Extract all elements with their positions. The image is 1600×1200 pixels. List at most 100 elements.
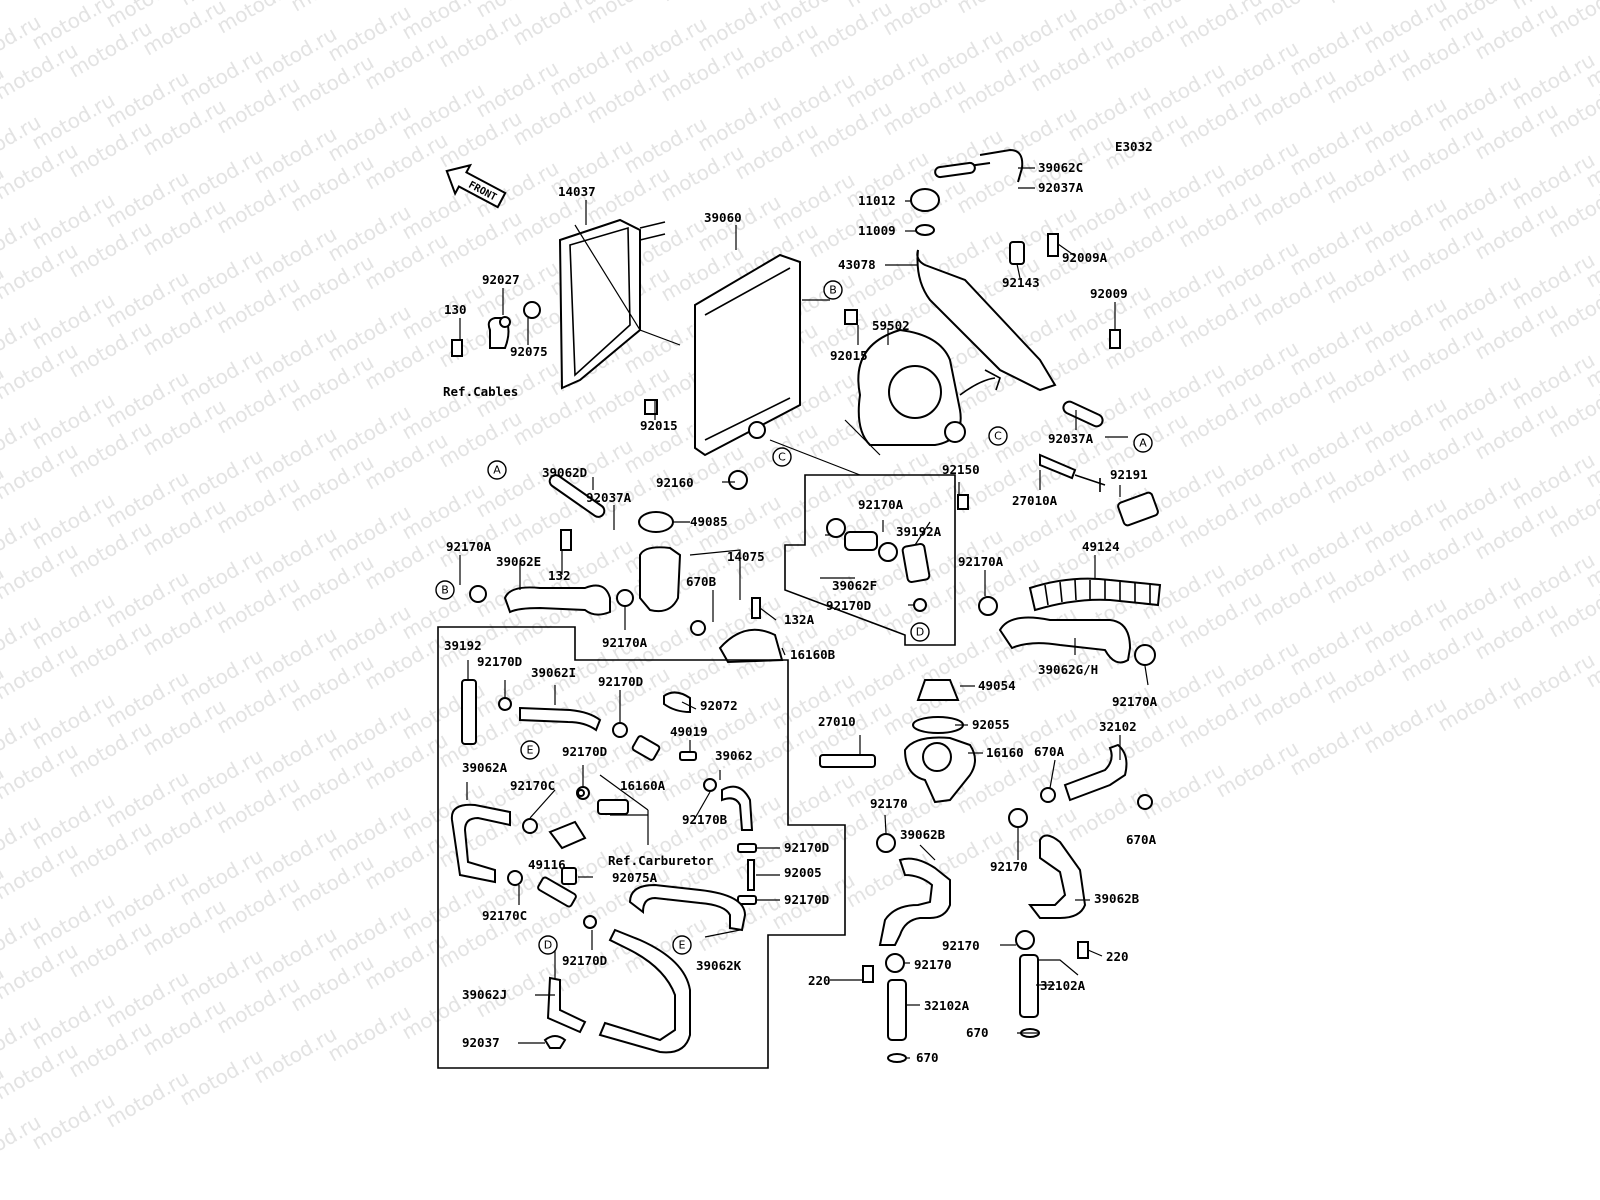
callout-b-2	[435, 580, 455, 600]
label-92009a: 92009A	[1062, 250, 1108, 265]
label-16160b: 16160B	[790, 647, 836, 662]
label-43078: 43078	[838, 257, 876, 272]
fan-59502	[857, 328, 1001, 446]
label-39062b-2: 39062B	[1094, 891, 1140, 906]
label-39062a: 39062A	[462, 760, 508, 775]
clamp-92170a-4	[878, 542, 898, 562]
leader-lines	[459, 167, 1149, 1059]
tee-ref-carb	[548, 820, 587, 850]
label-49085: 49085	[690, 514, 728, 529]
callout-c-2-text: C	[994, 430, 1002, 443]
filter-49116	[537, 876, 577, 908]
callout-b-1	[823, 280, 843, 300]
label-92075a: 92075A	[612, 870, 658, 885]
bolt-220-2	[862, 965, 874, 983]
label-39062k: 39062K	[696, 958, 742, 973]
thermostat-cover-16160b	[718, 628, 784, 664]
label-670-2: 670	[916, 1050, 939, 1065]
bracket-92015-b	[844, 309, 858, 325]
label-92037: 92037	[462, 1035, 500, 1050]
bolt-130	[451, 339, 463, 357]
label-670a-1: 670A	[1034, 744, 1065, 759]
hose-short-a	[1062, 400, 1104, 428]
hose-39062e	[503, 584, 611, 616]
clamp-92170d-5	[583, 915, 597, 929]
label-92170-1: 92170	[870, 796, 908, 811]
hose-39062a	[450, 803, 511, 884]
callout-d-2	[538, 935, 558, 955]
cap-11012	[910, 188, 940, 212]
label-39062d: 39062D	[542, 465, 587, 480]
label-39062f: 39062F	[832, 578, 877, 593]
cap-49085	[638, 511, 674, 533]
clamp-92170b	[703, 778, 717, 792]
label-92170d-1: 92170D	[826, 598, 871, 613]
label-27010a: 27010A	[1012, 493, 1058, 508]
label-14075: 14075	[727, 549, 765, 564]
label-39062i: 39062I	[531, 665, 576, 680]
clamp-92170d-3	[612, 722, 628, 738]
label-11009: 11009	[858, 223, 896, 238]
radiator-group	[451, 218, 858, 490]
mid-left-hoses	[469, 474, 784, 664]
clamp-92170a-5	[978, 596, 998, 616]
clamp-92170d-2	[498, 697, 512, 711]
pipe-92005	[747, 859, 755, 891]
callout-b-2-text: B	[441, 584, 449, 597]
label-39062: 39062	[715, 748, 753, 763]
label-39060: 39060	[704, 210, 742, 225]
bracket-92015-a	[644, 399, 658, 415]
clamp-92170c-1	[522, 818, 538, 834]
clamp-92170a-1	[469, 585, 487, 603]
label-32102a-2: 32102A	[924, 998, 970, 1013]
bolt-92150	[957, 494, 969, 510]
hose-39062j	[598, 928, 691, 1054]
label-92170d-7: 92170D	[562, 953, 607, 968]
hose-39062b-1	[878, 857, 951, 946]
bolt-132a	[751, 597, 761, 619]
label-11012: 11012	[858, 193, 896, 208]
label-92170d-5: 92170D	[784, 840, 829, 855]
callout-a-1-text: A	[1139, 437, 1147, 450]
diagram-code: E3032	[1115, 139, 1153, 154]
label-92170a-4: 92170A	[958, 554, 1004, 569]
label-92170d-2: 92170D	[477, 654, 522, 669]
label-92170b: 92170B	[682, 812, 728, 827]
label-92191: 92191	[1110, 467, 1148, 482]
ring-670b	[690, 620, 706, 636]
label-220-2: 220	[808, 973, 831, 988]
label-92143: 92143	[1002, 275, 1040, 290]
clamp-92170d-6	[737, 843, 757, 853]
hose-39062b-2	[1027, 834, 1087, 919]
label-92015-2: 92015	[640, 418, 678, 433]
label-39062b-1: 39062B	[900, 827, 946, 842]
label-92037a-3: 92037A	[586, 490, 632, 505]
label-49116: 49116	[528, 857, 566, 872]
callout-b-1-text: B	[829, 284, 837, 297]
label-92170a-2: 92170A	[602, 635, 648, 650]
group-box-left	[437, 626, 846, 1069]
label-92170c-1: 92170C	[510, 778, 555, 793]
callout-a-2-text: A	[493, 464, 501, 477]
sensor-27010a	[1039, 453, 1077, 480]
label-670-1: 670	[966, 1025, 989, 1040]
label-132: 132	[548, 568, 571, 583]
label-92170-4: 92170	[914, 957, 952, 972]
callout-e-1-text: E	[527, 744, 534, 757]
label-92170-2: 92170	[990, 859, 1028, 874]
label-59502: 59502	[872, 318, 910, 333]
bolt-132	[560, 529, 572, 551]
bolt-92009	[1109, 329, 1121, 349]
clamp-92170-2	[1008, 808, 1028, 828]
filler-14075	[639, 546, 682, 613]
clamp-92170-1	[876, 833, 896, 853]
label-92170c-2: 92170C	[482, 908, 527, 923]
part-labels: 39062C 92037A 11012 11009 92009A 43078 9…	[443, 160, 1158, 1065]
label-92005: 92005	[784, 865, 822, 880]
clip-92072	[663, 691, 691, 714]
label-92009: 92009	[1090, 286, 1128, 301]
label-220-1: 220	[1106, 949, 1129, 964]
label-16160a: 16160A	[620, 778, 666, 793]
label-92160: 92160	[656, 475, 694, 490]
label-92170a-5: 92170A	[1112, 694, 1158, 709]
